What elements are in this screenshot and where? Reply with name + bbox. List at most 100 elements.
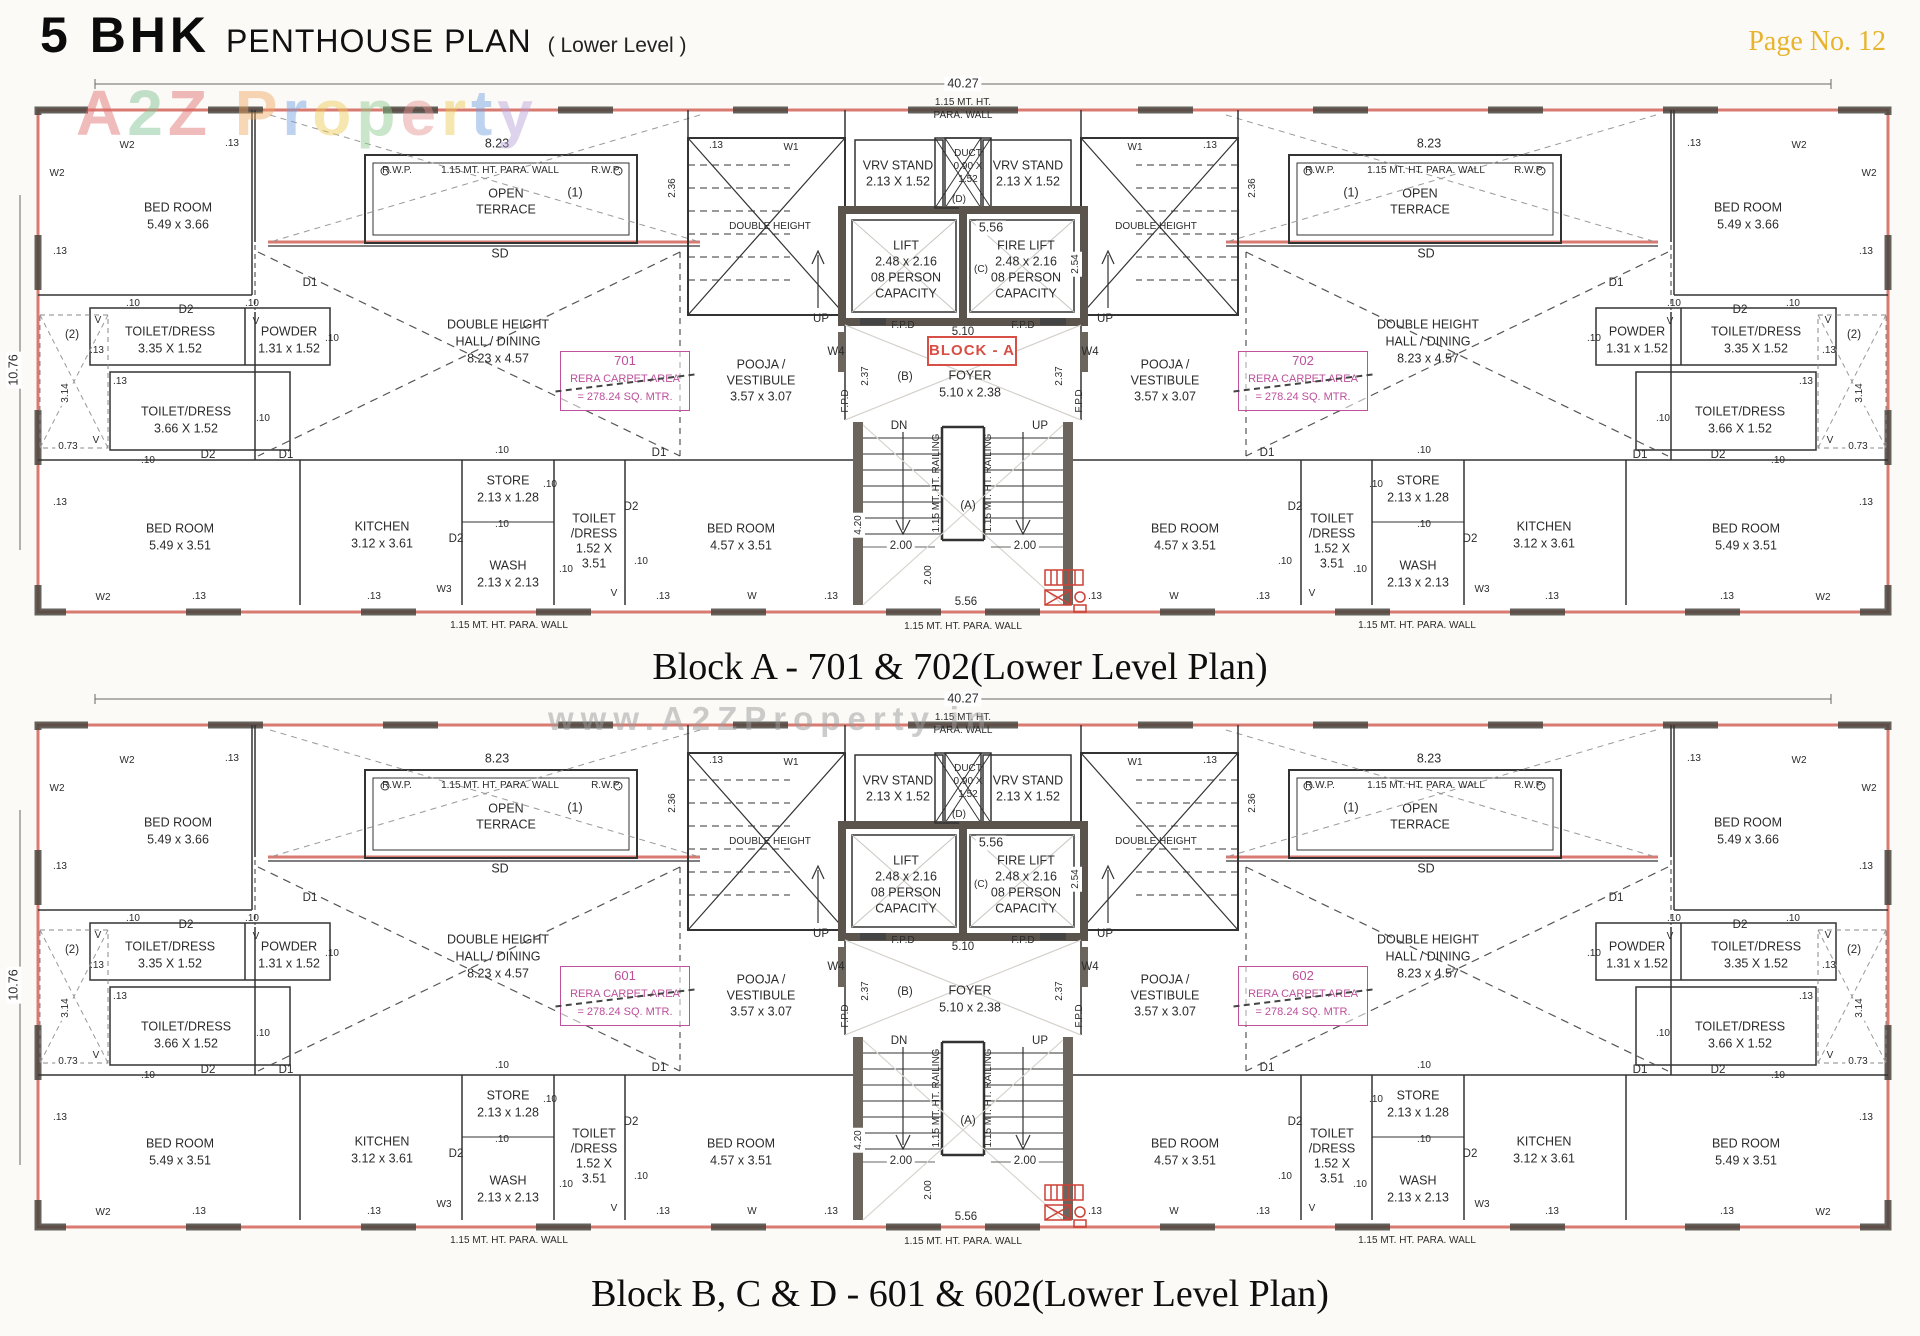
plan-label: 2.13 X 1.52 [866,174,930,189]
sofa-icon [1042,568,1090,619]
plan-label: W3 [1474,1199,1490,1210]
plan-label: KITCHEN [1516,519,1572,534]
plan-label: VESTIBULE [1130,373,1200,388]
plan-label: TOILET [1310,1126,1354,1141]
plan-label: D1 [278,449,294,462]
plan-label: .13 [1203,755,1217,766]
plan-label: .10 [495,445,509,456]
plan-label: 2.48 x 2.16 [875,869,937,884]
plan-label: 1.52 [958,789,978,800]
plan-label: 4.57 x 3.51 [1154,538,1216,553]
plan-label: FOYER [948,368,992,383]
plan-label: .13 [1687,138,1701,149]
plan-label: 2.13 X 1.52 [996,174,1060,189]
plan-label: 3.12 x 3.61 [351,1151,413,1166]
rera-line: RERA CARPET AREA [1248,988,1358,1000]
plan-label: CAPACITY [995,286,1057,301]
page-subtitle: PENTHOUSE PLAN [226,23,532,59]
plan-label: .13 [1256,1206,1270,1217]
plan-label: POWDER [260,324,318,339]
plan-label: .13 [53,246,67,257]
plan-label: .13 [225,753,239,764]
plan-label: V [92,1050,100,1061]
block-caption: Block B, C & D - 601 & 602(Lower Level P… [591,1273,1329,1315]
plan-label: 1.31 x 1.52 [258,341,320,356]
plan-label: .13 [367,591,381,602]
plan-label: 3.57 x 3.07 [730,389,792,404]
plan-label: 4.20 [853,512,865,538]
plan-label: .10 [1417,519,1431,530]
plan-label: 1.15 MT. HT. PARA. WALL [450,620,568,631]
plan-label: .10 [1369,1094,1383,1105]
plan-label: W2 [1861,783,1877,794]
plan-label: 1.15 MT. HT. PARA. WALL [1358,1235,1476,1246]
plan-label: .10 [1786,298,1800,309]
plan-label: 5.10 x 2.38 [939,385,1001,400]
plan-label: W [747,591,757,602]
plan-label: VRV STAND [862,773,934,788]
plan-label: 5.49 x 3.66 [147,832,209,847]
plan-label: 1.15 MT. HT. [934,97,992,108]
plan-label: TERRACE [476,817,536,832]
plan-label: V [1308,588,1316,599]
plan-label: D1 [1632,449,1648,462]
plan-label: 2.37 [1054,978,1066,1004]
plan-label: 1.15 MT. HT. RAILING [983,433,994,533]
plan-label: WASH [489,1173,527,1188]
plan-label: 2.13 X 1.52 [866,789,930,804]
plan-label: (D) [952,809,966,820]
plan-label: TOILET/DRESS [1710,939,1802,954]
plan-label: .10 [1587,948,1601,959]
plan-label: .13 [824,1206,838,1217]
plan-label: 0.90 X [953,161,983,172]
plan-label: VRV STAND [992,158,1064,173]
plan-label: .10 [543,1094,557,1105]
plan-label: STORE [486,473,530,488]
plan-label: TOILET/DRESS [1710,324,1802,339]
plan-label: 08 PERSON [870,885,942,900]
plan-label: BED ROOM [145,521,215,536]
plan-label: .10 [126,298,140,309]
plan-label: W3 [436,1199,452,1210]
plan-label: D1 [1608,892,1624,905]
plan-label: .10 [1587,333,1601,344]
plan-label: D2 [448,533,464,546]
plan-label: BED ROOM [1713,200,1783,215]
plan-label: 08 PERSON [990,885,1062,900]
plan-label: .10 [1417,445,1431,456]
plan-label: D1 [302,277,318,290]
plan-label: .10 [495,1134,509,1145]
plan-label: .13 [113,376,127,387]
plan-label: D2 [1710,449,1726,462]
plan-label: D1 [1259,1062,1275,1075]
plan-label: V [252,931,260,942]
plan-label: .13 [1088,1206,1102,1217]
plan-label: .10 [1278,556,1292,567]
plan-label: .10 [1667,913,1681,924]
plan-label: .13 [1822,960,1836,971]
plan-label: (1) [567,800,583,815]
rera-line: = 278.24 SQ. MTR. [577,1006,673,1018]
plan-label: 0.73 [1845,1056,1871,1068]
plan-label: 10.76 [6,966,22,1004]
plan-label: D1 [278,1064,294,1077]
plan-label: TOILET/DRESS [1694,404,1786,419]
plan-label: PARA. WALL [933,725,993,736]
plan-label: .13 [1859,497,1873,508]
plan-label: .13 [192,1206,206,1217]
plan-label: 3.57 x 3.07 [1134,389,1196,404]
plan-label: V [1308,1203,1316,1214]
plan-label: 2.00 [886,540,916,554]
plan-label: 2.54 [1070,866,1082,892]
plan-label: .10 [256,1028,270,1039]
plan-drawing [19,685,1920,1255]
plan-label: (1) [1343,185,1359,200]
plan-label: 4.57 x 3.51 [1154,1153,1216,1168]
plan-label: W1 [783,142,799,153]
plan-label: .13 [824,591,838,602]
plan-label: 8.23 x 4.57 [467,351,529,366]
plan-label: V [1826,1050,1834,1061]
plan-label: 10.76 [6,351,22,389]
plan-label: STORE [1396,1088,1440,1103]
